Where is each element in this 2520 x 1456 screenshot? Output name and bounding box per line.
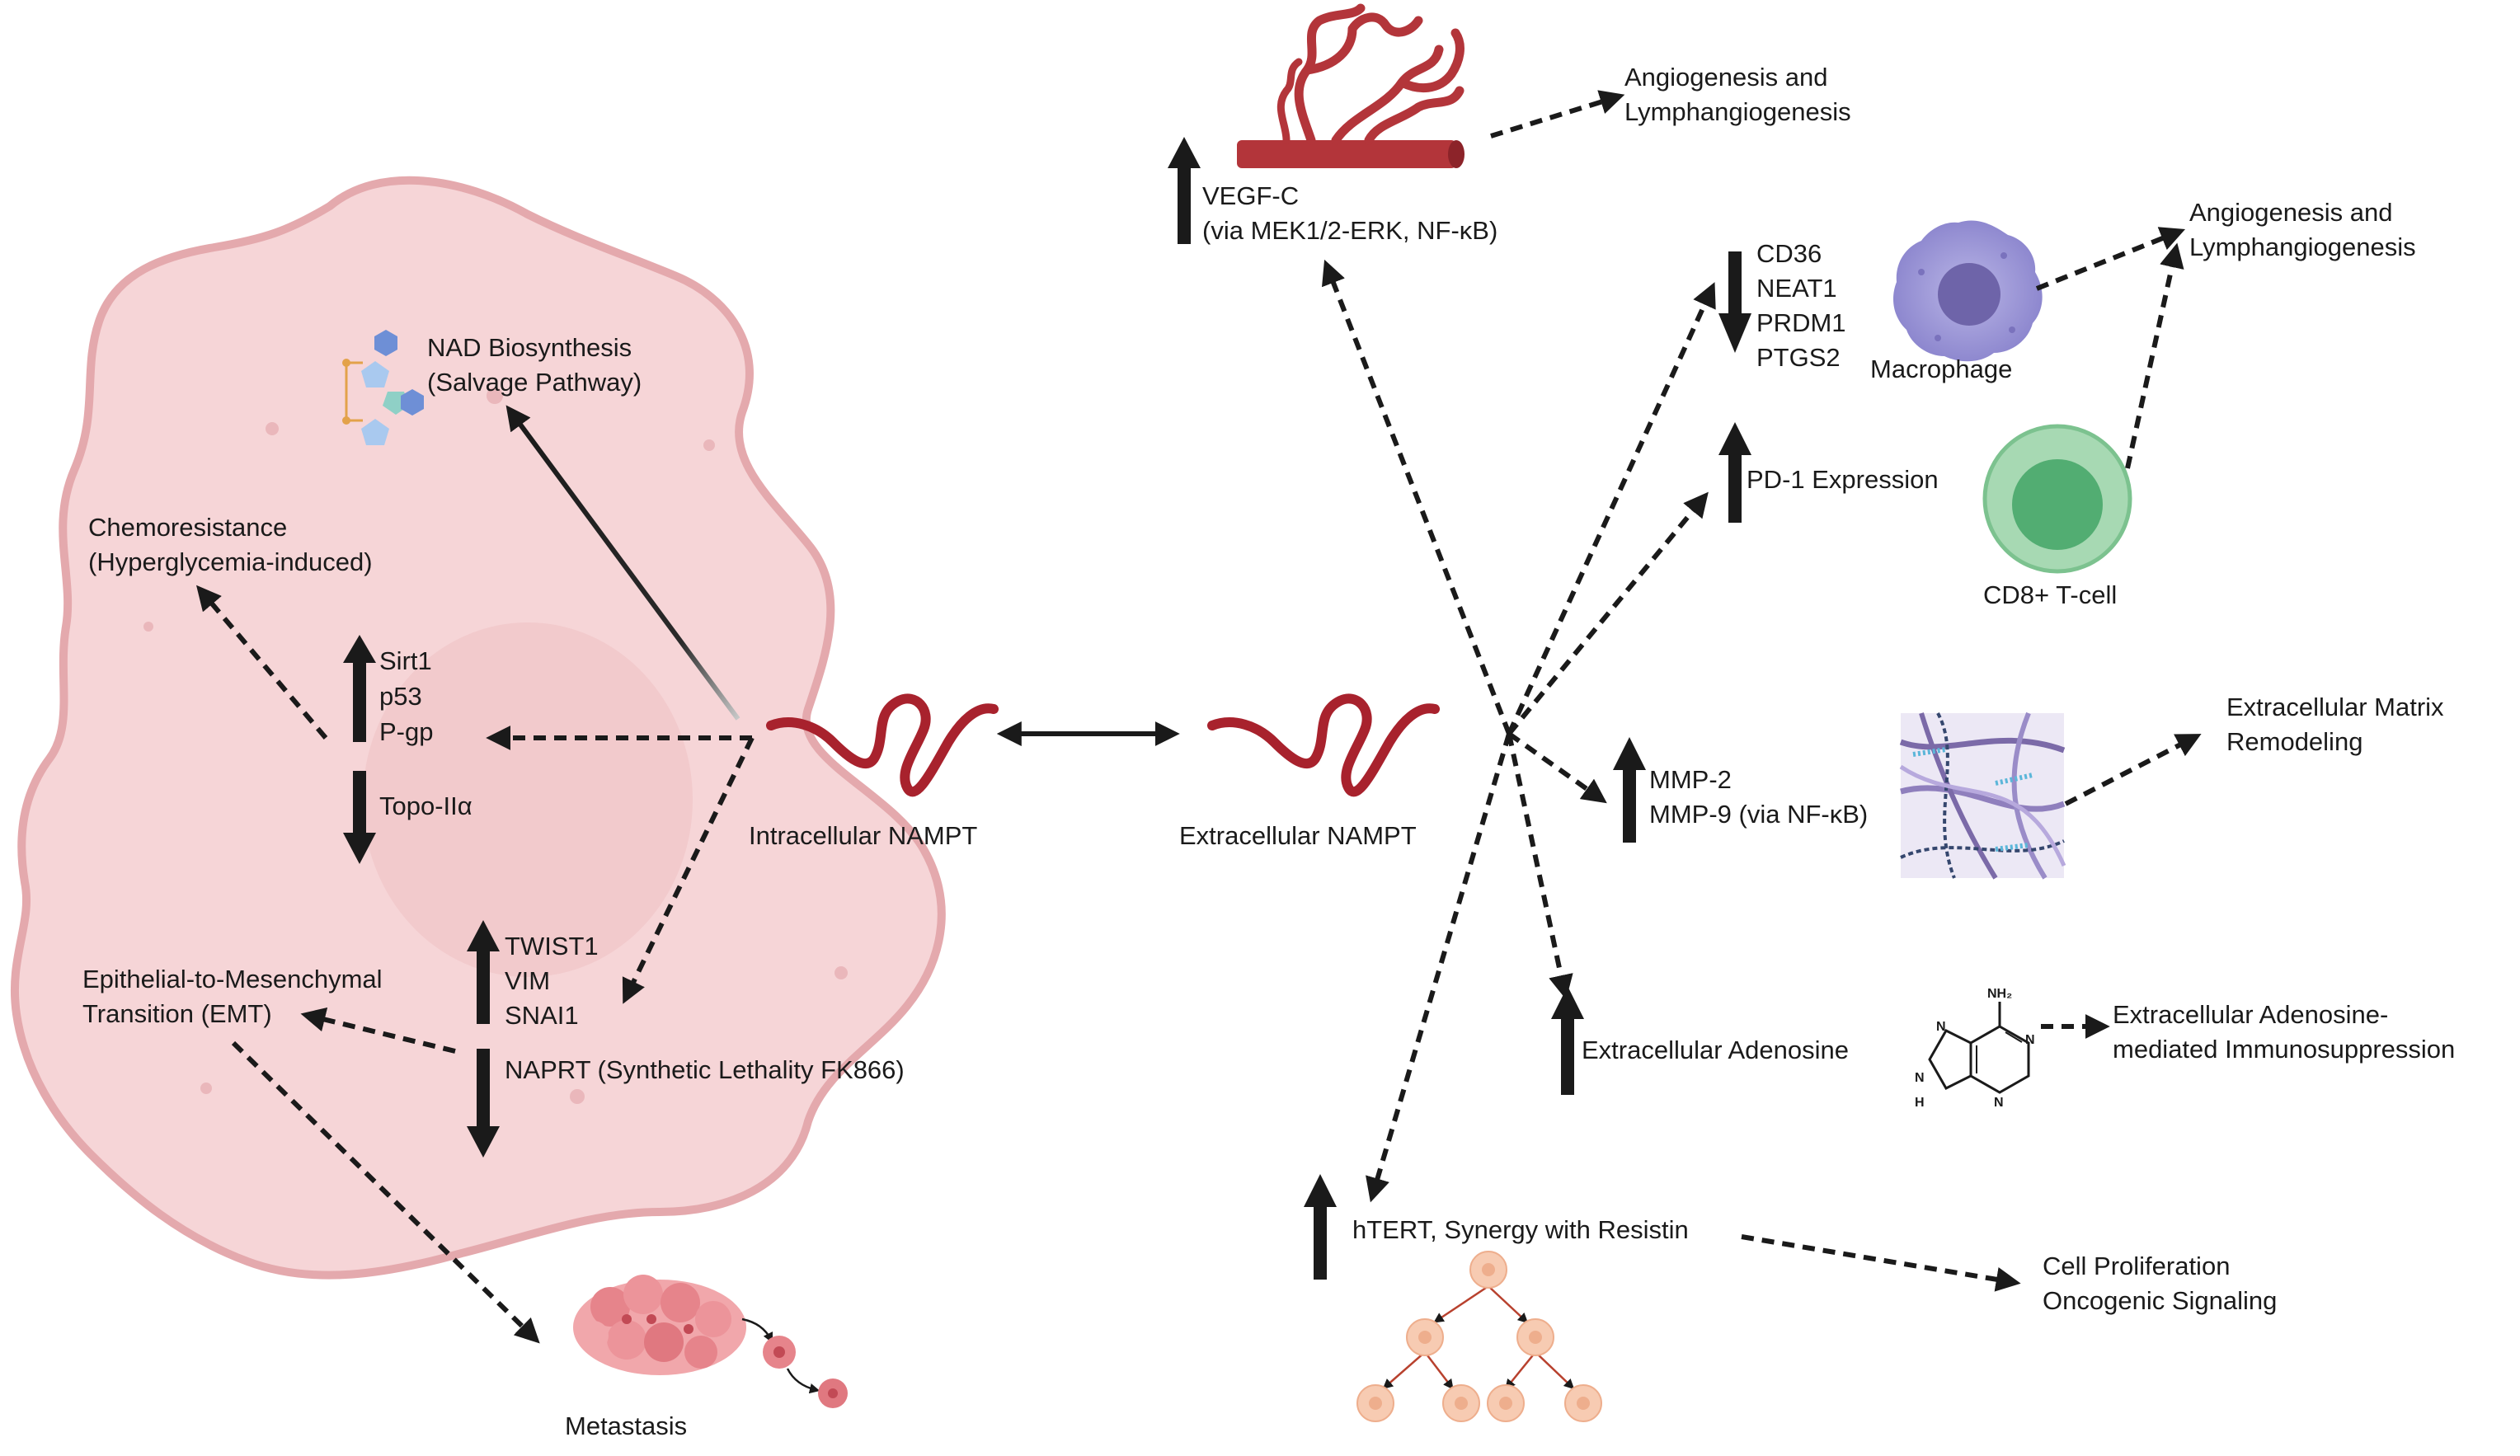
arrow-macrophage-angio [2035, 227, 2186, 291]
proliferation-line1: Cell Proliferation [2043, 1252, 2230, 1280]
nad-molecule-icon [342, 330, 424, 445]
adenosine-effect-line1: Extracellular Adenosine- [2113, 1000, 2388, 1029]
emt-label-line2: Transition (EMT) [82, 999, 272, 1028]
angio-top-line2: Lymphangiogenesis [1624, 97, 1851, 126]
arrow-vessel-angio [1490, 90, 1625, 139]
adenosine-n9: N [1915, 1071, 1925, 1085]
angio-top-line1: Angiogenesis and [1624, 63, 1827, 92]
arrow-nad [505, 405, 740, 721]
angio-right-line2: Lymphangiogenesis [2189, 232, 2416, 261]
extracellular-matrix-icon [1899, 712, 2066, 880]
ecm-label-line1: Extracellular Matrix [2226, 693, 2444, 721]
downregulation-arrow [467, 1049, 500, 1158]
chemoresistance-label-line2: (Hyperglycemia-induced) [88, 547, 373, 576]
ecm-label-line2: Remodeling [2226, 727, 2362, 756]
mmp9-label: MMP-9 (via NF-κB) [1649, 800, 1868, 829]
upregulation-arrow [343, 635, 376, 742]
extracellular-nampt-label: Extracellular NAMPT [1179, 821, 1417, 850]
adenosine-n1: N [2025, 1033, 2035, 1047]
arrow-chemoresistance [196, 585, 328, 740]
gene-snai1: SNAI1 [505, 1001, 579, 1030]
arrow-down-group-2 [622, 736, 755, 1004]
extracellular-signaling-arrows [1321, 259, 1716, 1203]
macrophage-label: Macrophage [1870, 355, 2012, 383]
arrow-to-htert [1366, 733, 1512, 1203]
upregulation-arrow [1551, 986, 1584, 1095]
intracellular-nampt-icon [766, 693, 999, 797]
gene-vim: VIM [505, 966, 550, 995]
adenosine-structure-icon: NH₂ N N N N H [1915, 987, 2035, 1110]
adenosine-n3: N [1994, 1096, 2004, 1110]
pd1-label: PD-1 Expression [1747, 465, 1939, 494]
adenosine-h9: H [1915, 1096, 1925, 1110]
arrow-to-vegf [1321, 259, 1512, 735]
upregulation-arrow [1304, 1174, 1337, 1280]
nad-label-line2: (Salvage Pathway) [427, 368, 642, 397]
arrow-metastasis [231, 1040, 540, 1344]
downregulation-arrow [343, 771, 376, 864]
arrow-to-pd1 [1507, 491, 1709, 735]
gene-p53: p53 [379, 682, 422, 711]
arrow-emt [300, 1007, 456, 1054]
gene-cd36: CD36 [1756, 239, 1822, 268]
gene-naprt: NAPRT (Synthetic Lethality FK866) [505, 1055, 905, 1084]
cell-division-tree-icon [1356, 1251, 1602, 1422]
chemoresistance-label-line1: Chemoresistance [88, 513, 287, 542]
vegf-label-line1: VEGF-C [1202, 181, 1299, 210]
gene-neat1: NEAT1 [1756, 274, 1837, 303]
arrow-to-macrophage-genes [1507, 282, 1716, 735]
adenosine-label: Extracellular Adenosine [1582, 1036, 1849, 1064]
metastasis-label: Metastasis [565, 1411, 687, 1440]
blood-vessel-icon [1237, 3, 1465, 168]
vegf-label-line2: (via MEK1/2-ERK, NF-κB) [1202, 216, 1497, 245]
macrophage-cell-icon [1893, 220, 2043, 362]
tumor-cluster-icon [573, 1275, 848, 1408]
extracellular-nampt-icon [1207, 693, 1440, 797]
emt-label-line1: Epithelial-to-Mesenchymal [82, 965, 383, 993]
gene-pgp: P-gp [379, 717, 433, 746]
arrow-to-adenosine [1507, 733, 1573, 1000]
downregulation-arrow [1718, 251, 1751, 353]
gene-twist1: TWIST1 [505, 932, 599, 960]
mmp2-label: MMP-2 [1649, 765, 1732, 794]
upregulation-arrow [1613, 737, 1646, 843]
proliferation-line2: Oncogenic Signaling [2043, 1286, 2277, 1315]
upregulation-arrow [1168, 137, 1201, 244]
nad-label-line1: NAD Biosynthesis [427, 333, 632, 362]
tumor-cell [10, 176, 946, 1280]
arrow-to-mmp [1507, 731, 1607, 804]
tcell-label: CD8+ T-cell [1983, 580, 2117, 609]
upregulation-arrow [467, 920, 500, 1024]
t-cell-icon [1982, 424, 2132, 574]
cell-nucleus [363, 622, 693, 977]
angio-right-line1: Angiogenesis and [2189, 198, 2392, 227]
arrow-tcell-angio [2125, 242, 2184, 469]
gene-ptgs2: PTGS2 [1756, 343, 1841, 372]
upregulation-arrow [1718, 422, 1751, 523]
htert-label: hTERT, Synergy with Resistin [1352, 1215, 1689, 1244]
adenosine-effect-line2: mediated Immunosuppression [2113, 1035, 2455, 1064]
gene-prdm1: PRDM1 [1756, 308, 1846, 337]
gene-topo2a: Topo-IIα [379, 791, 472, 820]
adenosine-amine: NH₂ [1987, 987, 2012, 1001]
adenosine-n7: N [1936, 1020, 1946, 1034]
intracellular-nampt-label: Intracellular NAMPT [749, 821, 977, 850]
gene-sirt1: Sirt1 [379, 646, 432, 675]
arrow-proliferation [1741, 1234, 2021, 1292]
arrow-ecm [2064, 734, 2202, 806]
